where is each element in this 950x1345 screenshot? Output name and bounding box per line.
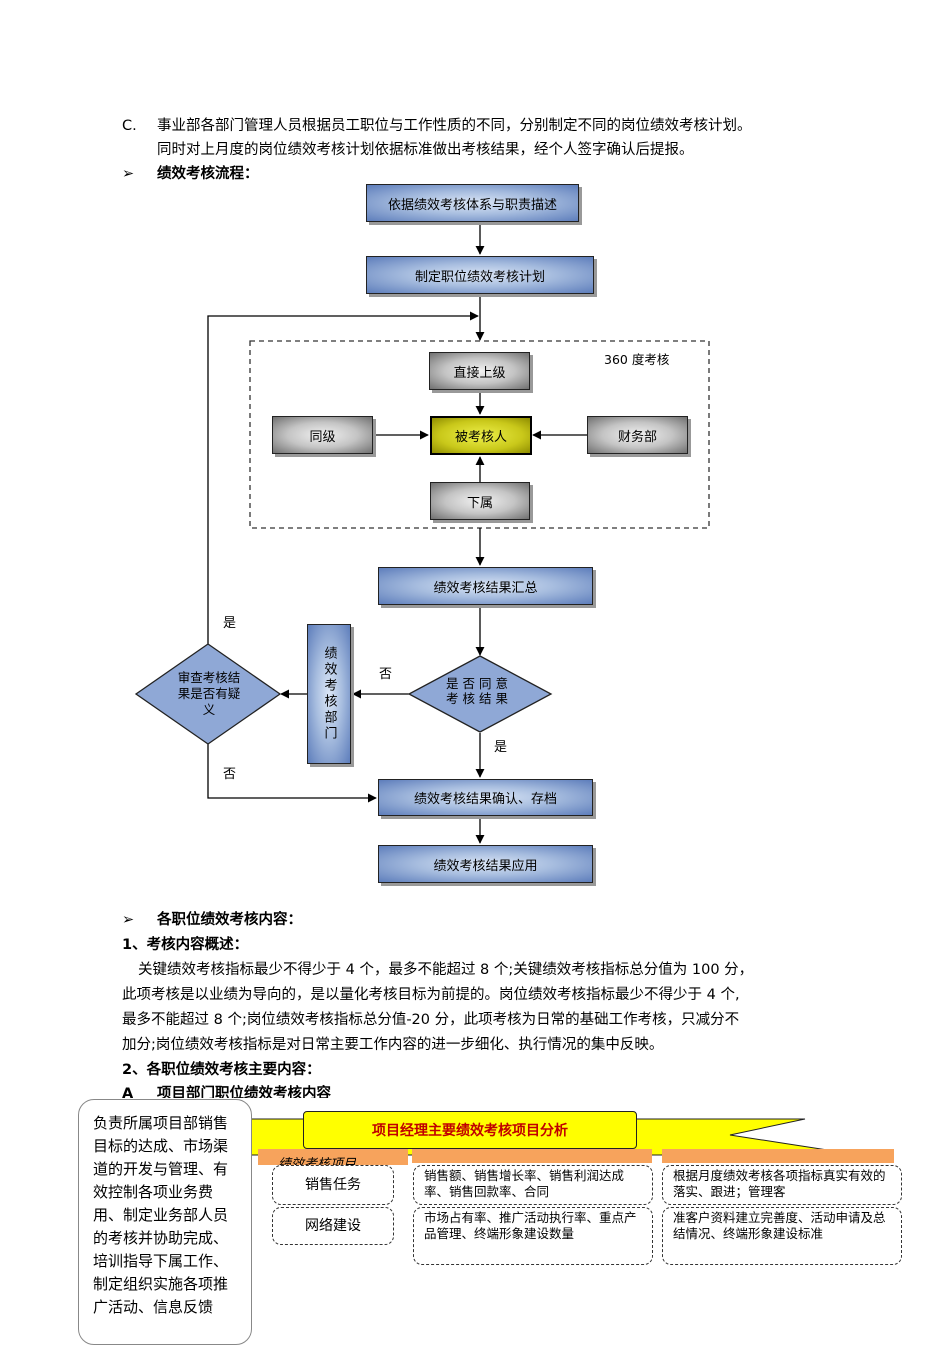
- flow-step-confirm: 绩效考核结果确认、存档: [378, 779, 593, 816]
- analysis-banner-title: 项目经理主要绩效考核项目分析: [303, 1111, 637, 1149]
- section-heading: 各职位绩效考核内容：: [157, 912, 302, 928]
- flow-node-dept: 绩效考核部门: [307, 624, 351, 764]
- metrics-network: 市场占有率、推广活动执行率、重点产品管理、终端形象建设数量: [413, 1207, 653, 1265]
- list-marker-c: C.: [122, 118, 137, 134]
- item-network-building: 网络建设: [272, 1207, 394, 1245]
- flow-step-basis: 依据绩效考核体系与职责描述: [366, 184, 579, 222]
- flow-node-peer: 同级: [272, 416, 373, 454]
- label-yes-loop: 是: [223, 616, 237, 631]
- item-sales-task: 销售任务: [272, 1165, 394, 1205]
- flow-step-apply: 绩效考核结果应用: [378, 845, 593, 883]
- overview-line2: 此项考核是以业绩为导向的，是以量化考核目标为前提的。岗位绩效考核指标最少不得少于…: [122, 987, 740, 1003]
- flow-step-summary: 绩效考核结果汇总: [378, 567, 593, 605]
- group-label-360: 360 度考核: [604, 352, 670, 367]
- bullet-arrow-icon: ➢: [122, 912, 135, 928]
- responsibility-note: 负责所属项目部销售目标的达成、市场渠道的开发与管理、有效控制各项业务费用、制定业…: [78, 1099, 252, 1345]
- label-yes-agree: 是: [494, 740, 508, 755]
- analysis-tab-items: 绩效考核项目: [278, 1157, 357, 1167]
- flow-step-plan: 制定职位绩效考核计划: [366, 256, 594, 294]
- review-decision-label: 审查考核结果是否有疑义: [177, 670, 241, 717]
- flow-heading: 绩效考核流程：: [157, 166, 259, 182]
- standard-network: 准客户资料建立完善度、活动申请及总结情况、终端形象建设标准: [662, 1207, 902, 1265]
- metrics-sales: 销售额、销售增长率、销售利润达成率、销售回款率、合同: [413, 1165, 653, 1205]
- subheading-overview: 1、考核内容概述：: [122, 937, 249, 953]
- flow-node-finance: 财务部: [587, 416, 688, 454]
- subheading-main-content: 2、各职位绩效考核主要内容：: [122, 1062, 321, 1078]
- label-no-disagree: 否: [379, 667, 393, 682]
- flow-node-appraisee: 被考核人: [430, 416, 532, 455]
- flow-node-subordinate: 下属: [430, 482, 530, 520]
- bullet-arrow-icon: ➢: [122, 166, 135, 182]
- flow-node-dept-label: 绩效考核部门: [321, 646, 337, 742]
- paragraph-c-line1: 事业部各部门管理人员根据员工职位与工作性质的不同，分别制定不同的岗位绩效考核计划…: [157, 118, 752, 134]
- overview-line1: 关键绩效考核指标最少不得少于 4 个，最多不能超过 8 个;关键绩效考核指标总分…: [138, 962, 754, 978]
- overview-line4: 加分;岗位绩效考核指标是对日常主要工作内容的进一步细化、执行情况的集中反映。: [122, 1037, 664, 1053]
- flow-node-superior: 直接上级: [429, 352, 530, 390]
- overview-line3: 最多不能超过 8 个;岗位绩效考核指标总分值-20 分，此项考核为日常的基础工作…: [122, 1012, 740, 1028]
- list-marker-a: A: [122, 1086, 134, 1098]
- agree-decision-label: 是否同意考核结果: [446, 676, 513, 706]
- standard-sales: 根据月度绩效考核各项指标真实有效的落实、跟进；管理客: [662, 1165, 902, 1205]
- subheading-project-dept: 项目部门职位绩效考核内容: [157, 1086, 331, 1098]
- paragraph-c-line2: 同时对上月度的岗位绩效考核计划依据标准做出考核结果，经个人签字确认后提报。: [157, 142, 694, 158]
- label-no-doubt: 否: [223, 767, 237, 782]
